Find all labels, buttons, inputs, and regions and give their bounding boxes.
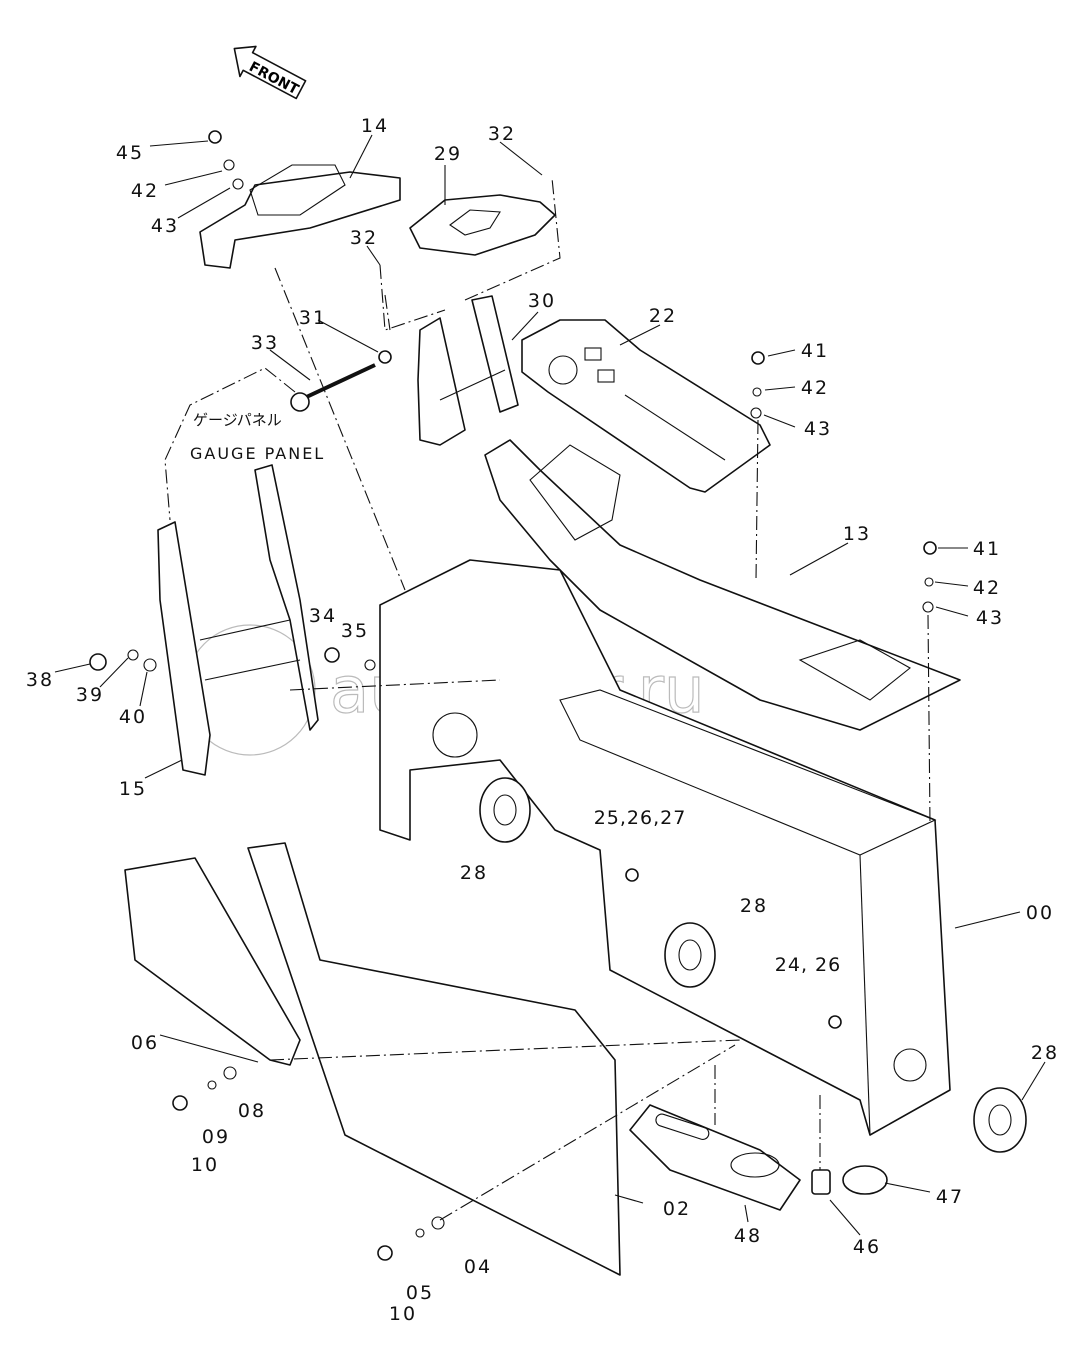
callout-label: 46 bbox=[853, 1236, 881, 1258]
callout-label: 28 bbox=[740, 895, 768, 917]
leader-lines bbox=[54, 134, 1046, 1236]
callout-label: 48 bbox=[734, 1225, 762, 1247]
callout-label: 15 bbox=[119, 778, 147, 800]
callout-label: 30 bbox=[528, 290, 556, 312]
callout-label: 39 bbox=[76, 684, 104, 706]
callout-label: 28 bbox=[460, 862, 488, 884]
callout-label: 09 bbox=[202, 1126, 230, 1148]
callout-label: 29 bbox=[434, 143, 462, 165]
part-02-side-plate bbox=[247, 842, 621, 1276]
callout-label: 40 bbox=[119, 706, 147, 728]
part-14-cover bbox=[199, 164, 401, 269]
guide-lines bbox=[164, 177, 931, 1221]
callout-label: 34 bbox=[309, 605, 337, 627]
callout-label: 02 bbox=[663, 1198, 691, 1220]
callout-label: 22 bbox=[649, 305, 677, 327]
callout-label: 43 bbox=[151, 215, 179, 237]
label-gauge-panel-en: GAUGE PANEL bbox=[190, 444, 325, 463]
part-48-gasket bbox=[629, 1104, 801, 1211]
callout-label: 08 bbox=[238, 1100, 266, 1122]
callout-label: 06 bbox=[131, 1032, 159, 1054]
part-15-gauge-frame bbox=[157, 464, 319, 776]
part-22-panel bbox=[521, 319, 771, 493]
callout-label: 00 bbox=[1026, 902, 1054, 924]
callout-label: 41 bbox=[801, 340, 829, 362]
callout-label: 41 bbox=[973, 538, 1001, 560]
callout-label: 32 bbox=[488, 123, 516, 145]
part-30-bracket bbox=[417, 295, 519, 446]
callout-label: 38 bbox=[26, 669, 54, 691]
callout-label: 43 bbox=[804, 418, 832, 440]
front-arrow: FRONT bbox=[233, 45, 307, 100]
callout-label: 42 bbox=[131, 180, 159, 202]
part-46-47-grommets bbox=[811, 1165, 888, 1195]
part-28-grommet bbox=[479, 777, 1027, 1153]
part-13-console bbox=[484, 439, 961, 731]
callout-label: 31 bbox=[299, 307, 327, 329]
callout-label: 25,26,27 bbox=[594, 807, 687, 829]
callout-label: 05 bbox=[406, 1282, 434, 1304]
callout-label: 28 bbox=[1031, 1042, 1059, 1064]
part-06-cover bbox=[124, 857, 301, 1066]
callout-label: 47 bbox=[936, 1186, 964, 1208]
callout-label: 35 bbox=[341, 620, 369, 642]
part-00-frame bbox=[379, 559, 951, 1136]
part-33-bolt bbox=[290, 350, 392, 412]
label-gauge-panel-jp: ゲージパネル bbox=[193, 411, 282, 429]
labels: ゲージパネル GAUGE PANEL 45 42 43 14 29 32 32 … bbox=[26, 115, 1059, 1325]
callout-label: 10 bbox=[389, 1303, 417, 1325]
callout-label: 42 bbox=[973, 577, 1001, 599]
callout-label: 04 bbox=[464, 1256, 492, 1278]
callout-label: 13 bbox=[843, 523, 871, 545]
callout-label: 42 bbox=[801, 377, 829, 399]
part-29-plate bbox=[409, 194, 556, 256]
callout-label: 24, 26 bbox=[775, 954, 841, 976]
callout-label: 33 bbox=[251, 332, 279, 354]
callout-label: 43 bbox=[976, 607, 1004, 629]
callout-label: 14 bbox=[361, 115, 389, 137]
callout-label: 45 bbox=[116, 142, 144, 164]
hardware bbox=[89, 130, 937, 1261]
callout-label: 32 bbox=[350, 227, 378, 249]
callout-label: 10 bbox=[191, 1154, 219, 1176]
